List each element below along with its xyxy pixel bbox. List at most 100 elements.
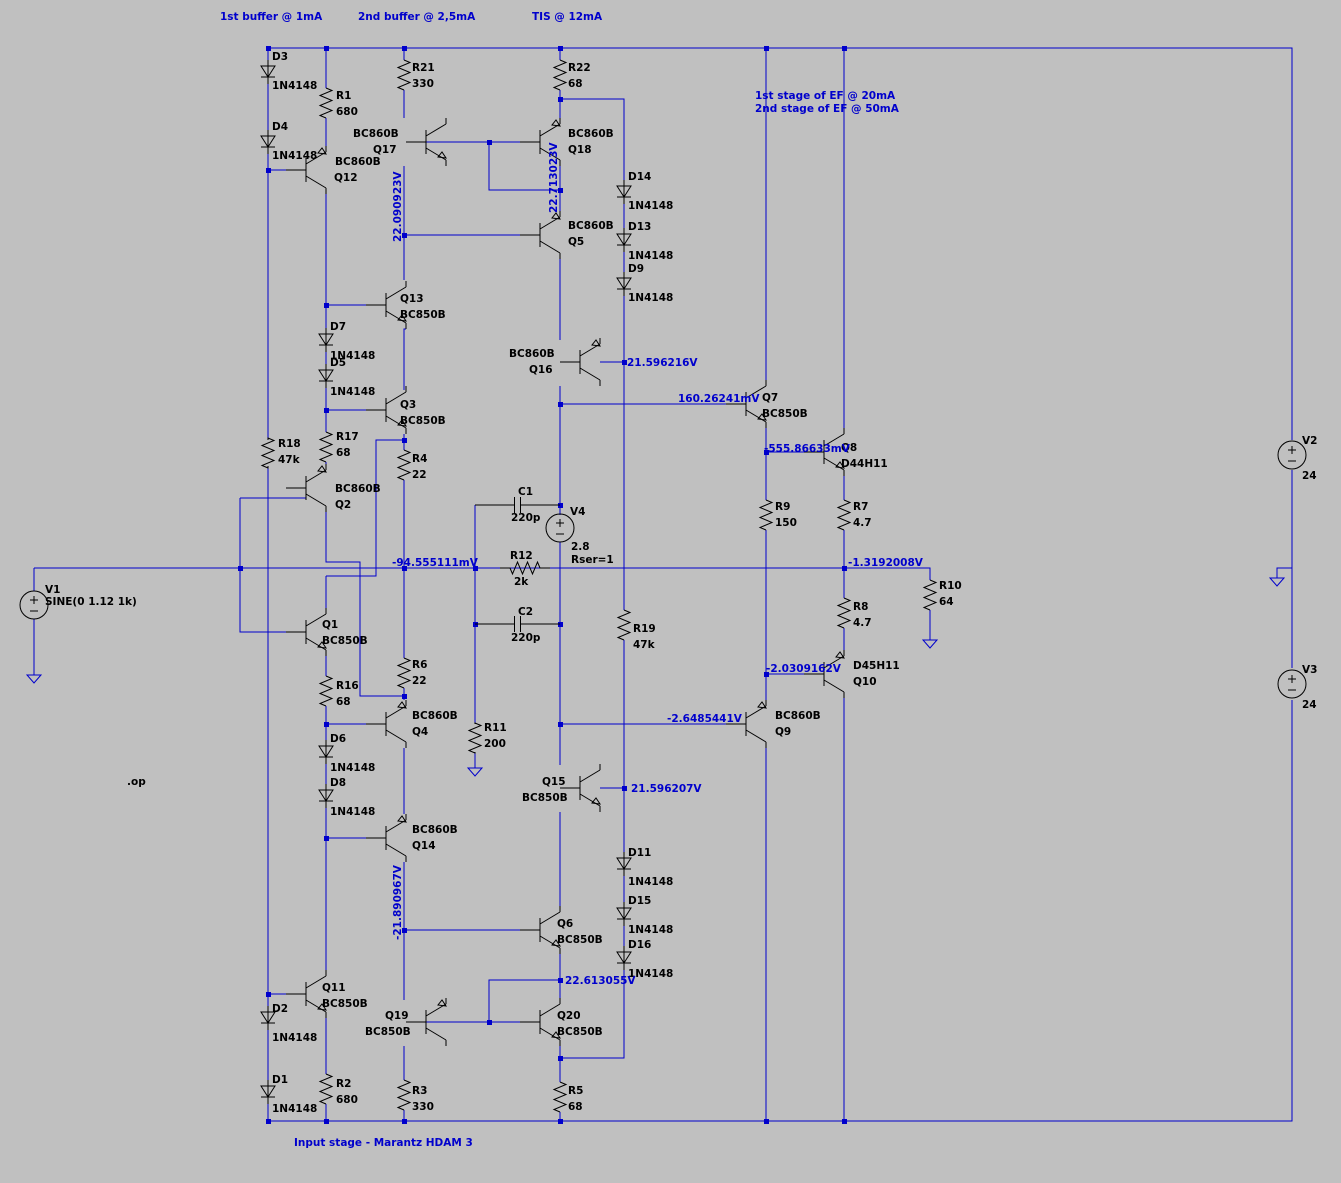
resistor-r11[interactable] bbox=[467, 722, 483, 754]
resistor-r12[interactable] bbox=[500, 560, 550, 576]
voltage-source-v3[interactable] bbox=[1277, 669, 1307, 699]
transistor-q16[interactable] bbox=[560, 338, 602, 386]
resistor-r8[interactable] bbox=[836, 597, 852, 629]
transistor-q7[interactable] bbox=[726, 380, 768, 428]
diode-model-label: 1N4148 bbox=[272, 1032, 317, 1044]
resistor-r2[interactable] bbox=[318, 1073, 334, 1105]
transistor-model-label: D45H11 bbox=[853, 660, 900, 672]
transistor-q1[interactable] bbox=[286, 608, 328, 656]
resistor-r17[interactable] bbox=[318, 431, 334, 463]
transistor-q5[interactable] bbox=[520, 211, 562, 259]
transistor-q9[interactable] bbox=[726, 700, 768, 748]
note-tis: TIS @ 12mA bbox=[532, 11, 603, 23]
diode-d16[interactable] bbox=[616, 946, 632, 970]
resistor-r4[interactable] bbox=[396, 449, 412, 481]
junction-dot bbox=[842, 566, 847, 571]
transistor-q14[interactable] bbox=[366, 814, 408, 862]
transistor-model-label: BC850B bbox=[400, 415, 446, 427]
diode-d11[interactable] bbox=[616, 852, 632, 876]
transistor-model-label: BC850B bbox=[557, 934, 603, 946]
resistor-value-label: 22 bbox=[412, 469, 427, 481]
resistor-value-label: 68 bbox=[568, 78, 583, 90]
resistor-value-label: 680 bbox=[336, 106, 358, 118]
transistor-ref-label: Q2 bbox=[335, 499, 351, 511]
diode-d13[interactable] bbox=[616, 228, 632, 252]
transistor-ref-label: Q4 bbox=[412, 726, 428, 738]
transistor-q4[interactable] bbox=[366, 700, 408, 748]
transistor-q2[interactable] bbox=[286, 464, 328, 512]
source-extra-label: Rser=1 bbox=[571, 554, 614, 566]
transistor-q17[interactable] bbox=[406, 118, 448, 166]
resistor-r19[interactable] bbox=[616, 609, 632, 641]
resistor-r1[interactable] bbox=[318, 87, 334, 119]
capacitor-c1[interactable] bbox=[475, 497, 560, 513]
resistor-value-label: 680 bbox=[336, 1094, 358, 1106]
note-ef2: 2nd stage of EF @ 50mA bbox=[755, 103, 900, 115]
junction-dot bbox=[402, 694, 407, 699]
diode-d15[interactable] bbox=[616, 902, 632, 926]
resistor-ref-label: R17 bbox=[336, 431, 359, 443]
junction-dot bbox=[558, 978, 563, 983]
voltage-label: 22.713023V bbox=[548, 142, 560, 213]
transistor-ref-label: Q13 bbox=[400, 293, 424, 305]
transistor-ref-label: Q7 bbox=[762, 392, 778, 404]
transistor-q19[interactable] bbox=[406, 998, 448, 1046]
diode-model-label: 1N4148 bbox=[628, 200, 673, 212]
resistor-r22[interactable] bbox=[552, 59, 568, 91]
transistor-model-label: BC860B bbox=[509, 348, 555, 360]
diode-model-label: 1N4148 bbox=[628, 250, 673, 262]
diode-d8[interactable] bbox=[318, 784, 334, 808]
voltage-source-v1[interactable] bbox=[19, 590, 49, 620]
diode-ref-label: D13 bbox=[628, 221, 651, 233]
voltage-label: 21.596207V bbox=[631, 783, 702, 795]
voltage-source-v2[interactable] bbox=[1277, 440, 1307, 470]
junction-dot bbox=[402, 1119, 407, 1124]
resistor-value-label: 47k bbox=[633, 639, 656, 651]
capacitor-c2[interactable] bbox=[475, 616, 560, 632]
voltage-source-v4[interactable] bbox=[545, 513, 575, 543]
resistor-r5[interactable] bbox=[552, 1081, 568, 1113]
transistor-q15[interactable] bbox=[560, 764, 602, 812]
transistor-q20[interactable] bbox=[520, 998, 562, 1046]
resistor-ref-label: R22 bbox=[568, 62, 591, 74]
diode-d5[interactable] bbox=[318, 364, 334, 388]
diode-d7[interactable] bbox=[318, 328, 334, 352]
resistor-r18[interactable] bbox=[260, 437, 276, 469]
diode-d9[interactable] bbox=[616, 272, 632, 296]
transistor-model-label: BC860B bbox=[412, 824, 458, 836]
resistor-r6[interactable] bbox=[396, 657, 412, 689]
transistor-q3[interactable] bbox=[366, 386, 408, 434]
resistor-r16[interactable] bbox=[318, 675, 334, 707]
diode-d6[interactable] bbox=[318, 740, 334, 764]
transistor-q8[interactable] bbox=[804, 428, 846, 476]
diode-d1[interactable] bbox=[260, 1080, 276, 1104]
resistor-r7[interactable] bbox=[836, 499, 852, 531]
capacitor-value-label: 220p bbox=[511, 632, 541, 644]
diode-d4[interactable] bbox=[260, 130, 276, 154]
source-value-label: SINE(0 1.12 1k) bbox=[45, 596, 137, 608]
resistor-ref-label: R4 bbox=[412, 453, 427, 465]
resistor-r3[interactable] bbox=[396, 1079, 412, 1111]
negative-rail bbox=[268, 700, 1293, 1122]
transistor-ref-label: Q3 bbox=[400, 399, 416, 411]
transistor-q12[interactable] bbox=[286, 146, 328, 194]
resistor-ref-label: R3 bbox=[412, 1085, 427, 1097]
diode-model-label: 1N4148 bbox=[330, 386, 375, 398]
transistor-q11[interactable] bbox=[286, 970, 328, 1018]
diode-d2[interactable] bbox=[260, 1006, 276, 1030]
diode-d14[interactable] bbox=[616, 180, 632, 204]
transistor-model-label: BC850B bbox=[400, 309, 446, 321]
transistor-q13[interactable] bbox=[366, 281, 408, 329]
resistor-value-label: 330 bbox=[412, 1101, 434, 1113]
transistor-ref-label: Q11 bbox=[322, 982, 346, 994]
transistor-q10[interactable] bbox=[804, 650, 846, 698]
resistor-r10[interactable] bbox=[922, 579, 938, 611]
diode-model-label: 1N4148 bbox=[272, 150, 317, 162]
transistor-q6[interactable] bbox=[520, 906, 562, 954]
resistor-r21[interactable] bbox=[396, 59, 412, 91]
diode-d3[interactable] bbox=[260, 60, 276, 84]
transistor-q18[interactable] bbox=[520, 118, 562, 166]
resistor-r9[interactable] bbox=[758, 499, 774, 531]
transistor-model-label: BC850B bbox=[322, 635, 368, 647]
diode-model-label: 1N4148 bbox=[272, 1103, 317, 1115]
